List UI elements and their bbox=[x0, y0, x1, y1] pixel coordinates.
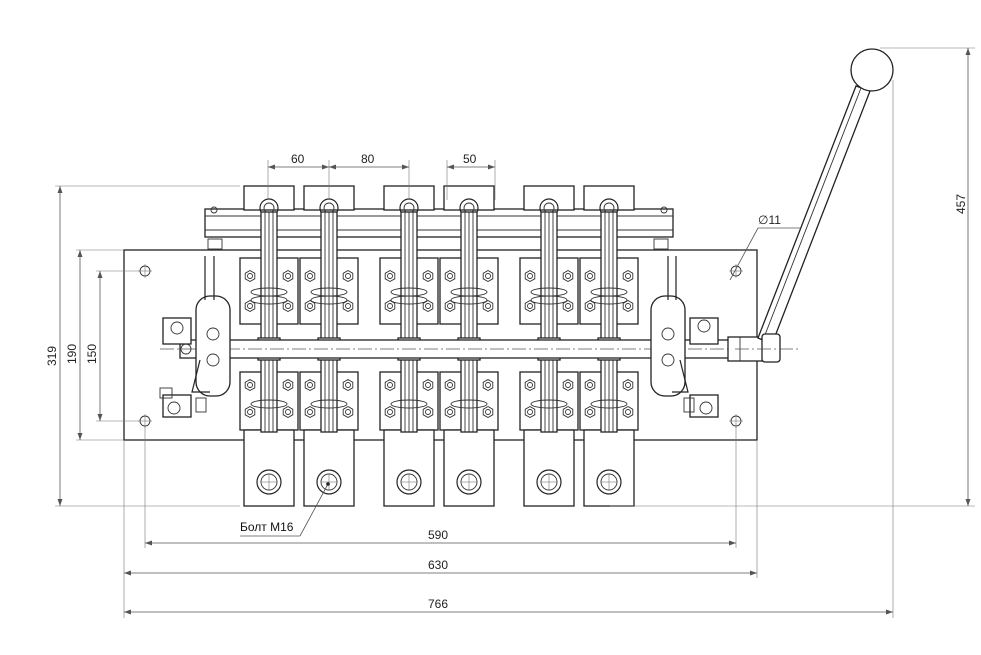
dimension-hole-diameter: ∅11 bbox=[758, 213, 781, 227]
dimension-190: 190 bbox=[65, 344, 79, 364]
switch-pole bbox=[439, 185, 499, 507]
left-mechanism bbox=[159, 256, 231, 418]
handle-knob[interactable] bbox=[850, 48, 894, 92]
operating-handle[interactable] bbox=[735, 48, 894, 363]
dimension-80: 80 bbox=[361, 152, 375, 166]
dimension-457: 457 bbox=[954, 194, 968, 214]
top-crossbar bbox=[204, 206, 674, 250]
dimension-766: 766 bbox=[428, 597, 448, 611]
switch-pole bbox=[519, 185, 579, 507]
poles-layer bbox=[239, 185, 639, 507]
dimension-590: 590 bbox=[428, 528, 448, 542]
main-shaft bbox=[160, 336, 780, 362]
dimension-630: 630 bbox=[428, 558, 448, 572]
bolt-callout-label: Болт М16 bbox=[240, 520, 294, 534]
dimensions: 60 80 50 ∅11 457 319 190 150 590 630 bbox=[45, 47, 975, 618]
dimension-150: 150 bbox=[85, 344, 99, 364]
dimension-60: 60 bbox=[291, 152, 305, 166]
switch-pole bbox=[579, 185, 639, 507]
dimension-50: 50 bbox=[463, 152, 477, 166]
dimension-319: 319 bbox=[45, 346, 59, 366]
bolt-callout: Болт М16 bbox=[240, 482, 330, 537]
right-mechanism bbox=[650, 256, 719, 418]
